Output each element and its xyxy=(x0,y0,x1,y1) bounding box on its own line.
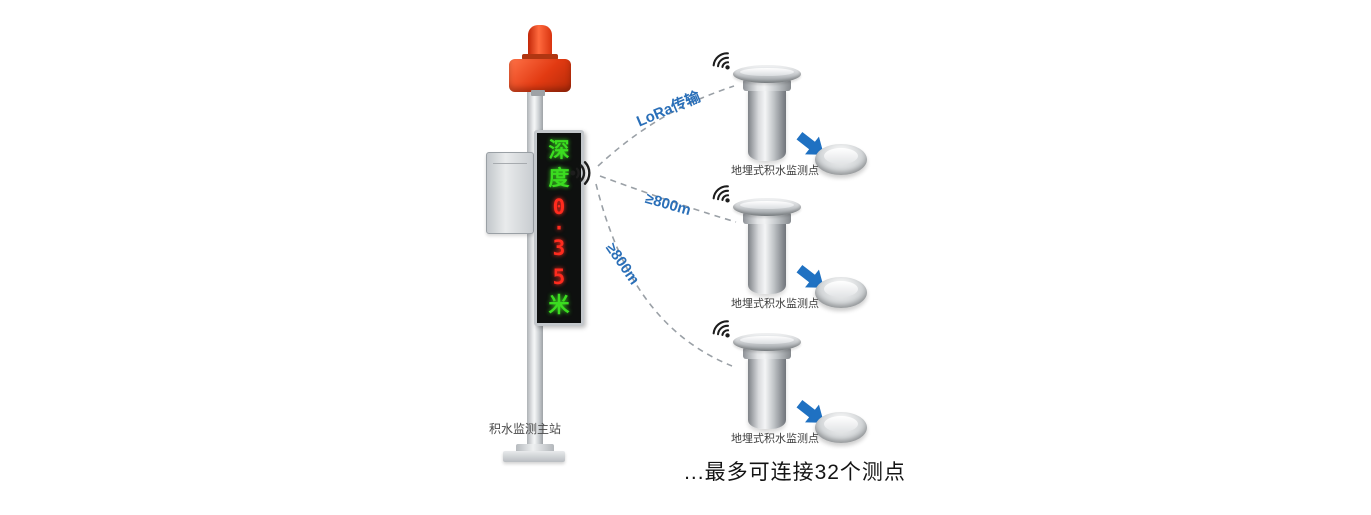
sensor-group: 地埋式积水监测点 xyxy=(700,178,890,313)
sensor-group: 地埋式积水监测点 xyxy=(700,45,890,180)
link-label-lora: LoRa传输 xyxy=(634,88,703,131)
arrow-icon xyxy=(792,126,833,165)
sensor-label: 地埋式积水监测点 xyxy=(731,433,819,445)
sensor-flange xyxy=(733,198,801,216)
wifi-icon xyxy=(705,44,742,81)
sensor-disc xyxy=(815,277,867,308)
arrow-glyph xyxy=(796,131,824,155)
wifi-icon-glyph xyxy=(712,52,730,70)
wifi-icon xyxy=(705,312,742,349)
station-base-plate xyxy=(503,451,565,462)
arrow-icon xyxy=(792,259,833,298)
led-line: 5 xyxy=(552,264,566,289)
sensor-disc xyxy=(815,144,867,175)
wifi-icon-glyph xyxy=(712,185,730,203)
led-line: 3 xyxy=(552,236,566,261)
sensor-flange xyxy=(733,65,801,83)
link-label-distance-1: ≥800m xyxy=(643,190,693,220)
arrow-icon xyxy=(792,394,833,433)
sensor-body xyxy=(748,355,786,429)
station-base-upper xyxy=(516,444,554,453)
sensor-flange xyxy=(733,333,801,351)
wifi-icon-glyph xyxy=(712,320,730,338)
wifi-icon-glyph xyxy=(570,161,591,185)
sensor-label: 地埋式积水监测点 xyxy=(731,298,819,310)
link-label-distance-2: ≥800m xyxy=(602,240,643,288)
alarm-bracket xyxy=(531,90,545,96)
max-points-caption: ...最多可连接32个测点 xyxy=(684,461,906,484)
alarm-horn xyxy=(509,59,571,92)
station-label: 积水监测主站 xyxy=(488,422,561,436)
wifi-icon xyxy=(705,177,742,214)
led-line: 0 xyxy=(552,194,566,219)
sensor-label: 地埋式积水监测点 xyxy=(731,165,819,177)
arrow-glyph xyxy=(796,264,824,288)
wifi-icon xyxy=(566,158,596,188)
sensor-group: 地埋式积水监测点 xyxy=(700,313,890,448)
led-line: · xyxy=(552,215,566,240)
sensor-body xyxy=(748,87,786,161)
alarm-beacon-light xyxy=(528,25,552,56)
led-line: 深 xyxy=(548,138,570,162)
led-line: 度 xyxy=(548,166,570,191)
led-line: 米 xyxy=(548,292,570,317)
arrow-glyph xyxy=(796,399,824,423)
control-box xyxy=(486,152,534,234)
sensor-disc xyxy=(815,412,867,443)
alarm-beacon-base xyxy=(522,54,558,60)
sensor-body xyxy=(748,220,786,294)
led-display: 深 度 0 · 3 5 米 xyxy=(534,130,584,326)
